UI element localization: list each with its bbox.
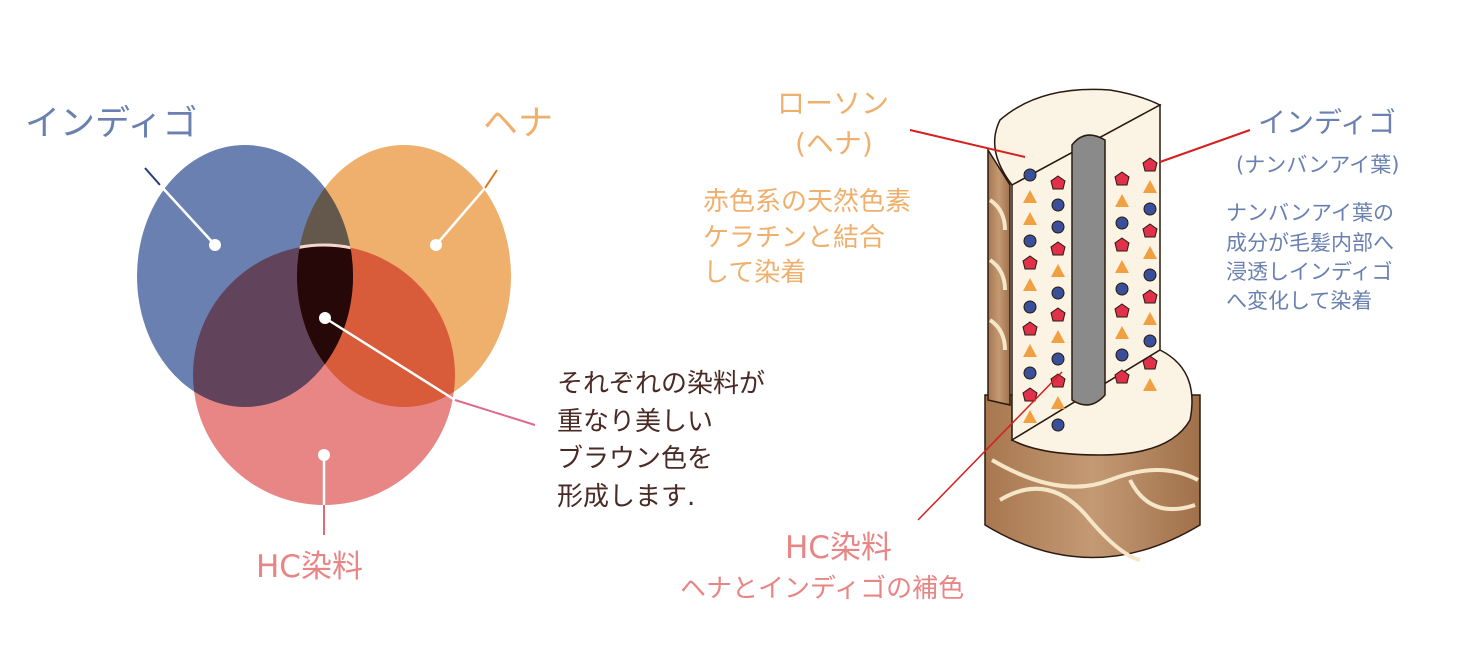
indigo-particle <box>1023 366 1037 380</box>
henna-particle <box>1115 326 1129 339</box>
indigo-particle <box>1051 286 1065 300</box>
indigo-particle <box>1023 168 1037 182</box>
caption-line: 形成します. <box>557 482 695 512</box>
indigo-particle <box>1115 216 1129 230</box>
hc-particle <box>1022 387 1038 402</box>
henna-particle <box>1023 190 1037 203</box>
hc-label: HC染料 <box>256 549 363 585</box>
hc-particle <box>1050 307 1066 322</box>
indigo-particle <box>1051 198 1065 212</box>
lawsone-desc-line: ケラチンと結合 <box>703 223 885 253</box>
venn-diagram <box>137 145 511 505</box>
indigo-particle <box>1115 348 1129 362</box>
henna-particle <box>1143 312 1157 325</box>
indigo-particle <box>1143 268 1157 282</box>
hair-upper-body <box>987 147 1011 406</box>
lawsone-sub: (ヘナ) <box>795 127 873 160</box>
indigo-desc-line: ナンバンアイ葉の <box>1226 201 1394 225</box>
indigo-particle <box>1143 334 1157 348</box>
henna-particle <box>1115 194 1129 207</box>
hc-circle <box>193 245 455 505</box>
henna-particle <box>1023 410 1037 423</box>
hc-particle <box>1022 255 1038 270</box>
caption-line: ブラウン色を <box>557 444 713 474</box>
indigo-desc-line: 成分が毛髪内部へ <box>1226 231 1394 255</box>
indigo-label: インディゴ <box>25 104 198 144</box>
henna-particle <box>1023 212 1037 225</box>
indigo-particle <box>1143 202 1157 216</box>
hc-hair-desc: ヘナとインディゴの補色 <box>680 574 964 604</box>
indigo-desc-line: 浸透しインディゴ <box>1226 260 1393 284</box>
hc-particle <box>1022 321 1038 336</box>
hc-particle <box>1114 171 1130 186</box>
henna-particle <box>1143 180 1157 193</box>
indigo-particle <box>1051 352 1065 366</box>
cortex-top-cap <box>993 88 1162 186</box>
indigo-particle <box>1051 418 1065 432</box>
center-caption: それぞれの染料が 重なり美しい ブラウン色を 形成します. <box>557 369 765 512</box>
henna-label: ヘナ <box>483 104 553 144</box>
hc-particle <box>1114 303 1130 318</box>
indigo-hair-label: インディゴ <box>1258 106 1396 139</box>
hc-particle <box>1050 241 1066 256</box>
henna-particle <box>1051 264 1065 277</box>
indigo-particle <box>1023 234 1037 248</box>
hc-particle <box>1050 373 1066 388</box>
henna-particle <box>1051 330 1065 343</box>
hc-hair-label: HC染料 <box>785 530 892 566</box>
henna-particle <box>1023 344 1037 357</box>
lawsone-label: ローソン <box>777 87 889 120</box>
indigo-particle <box>1023 300 1037 314</box>
hc-particle <box>1142 157 1158 172</box>
lawsone-desc-line: 赤色系の天然色素 <box>703 187 911 217</box>
henna-particle <box>1143 246 1157 259</box>
hc-particle <box>1114 237 1130 252</box>
hc-particle <box>1050 175 1066 190</box>
henna-particle <box>1023 278 1037 291</box>
hc-particle <box>1142 355 1158 370</box>
lawsone-desc-line: して染着 <box>703 258 806 288</box>
indigo-particle <box>1115 282 1129 296</box>
hc-particle <box>1142 289 1158 304</box>
caption-line: 重なり美しい <box>557 407 713 437</box>
hc-particle <box>1114 369 1130 384</box>
henna-particle <box>1115 260 1129 273</box>
indigo-particle <box>1051 220 1065 234</box>
hc-particle <box>1142 223 1158 238</box>
indigo-hair-sub: (ナンバンアイ葉) <box>1236 153 1399 177</box>
hair-illustration <box>984 88 1201 562</box>
indigo-desc-line: へ変化して染着 <box>1226 289 1372 313</box>
venn-leaders <box>144 167 536 535</box>
caption-line: それぞれの染料が <box>557 369 765 399</box>
henna-particle <box>1051 396 1065 409</box>
henna-particle <box>1143 378 1157 391</box>
medulla <box>1071 134 1106 406</box>
